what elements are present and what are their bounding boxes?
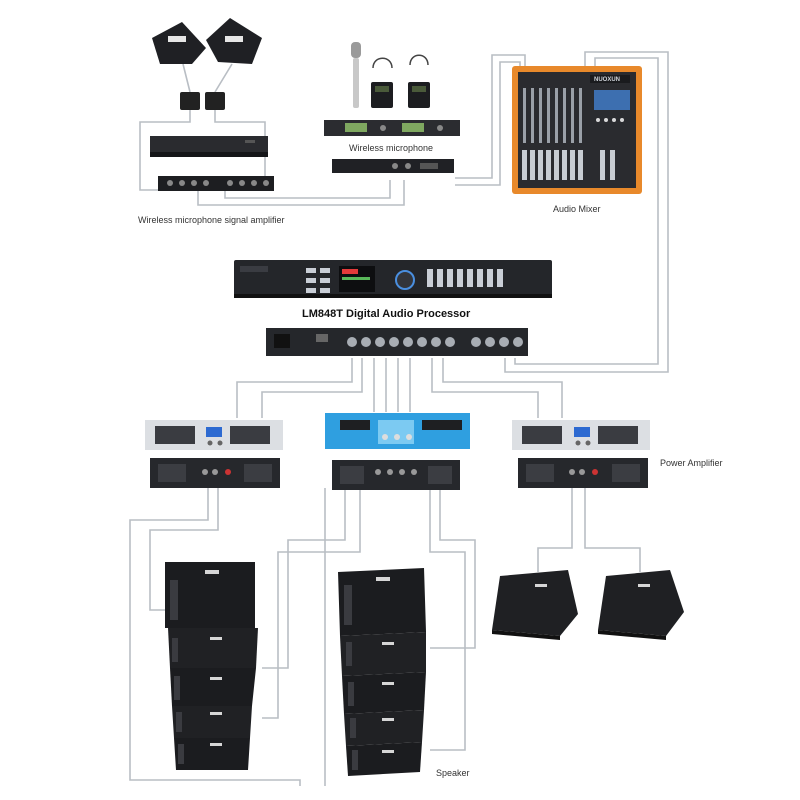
audio-mixer-label: Audio Mixer [553,204,601,214]
mixer-brand-logo: NUOXUN [594,77,620,83]
power-amplifier-right-front [512,420,650,450]
stage-monitor-left [492,570,578,640]
power-amplifier-left-rear [150,458,280,488]
power-amplifier-right-rear [518,458,648,488]
wireless-mic-label: Wireless microphone [349,143,433,153]
antenna-distribution-unit [150,136,268,157]
handheld-microphone [351,42,361,108]
bodypack-transmitter-left [371,57,393,108]
line-array-speaker-left [165,562,258,770]
signal-amplifier-device [158,176,274,191]
processor-label: LM848T Digital Audio Processor [302,308,471,320]
connection-wires [129,51,669,786]
digital-audio-processor-rear [266,328,528,356]
bodypack-transmitter-right [408,54,430,108]
audio-mixer: NUOXUN [512,66,642,194]
antenna-booster-right [205,92,225,110]
signal-amplifier-label: Wireless microphone signal amplifier [138,215,285,225]
digital-audio-processor-front [234,260,552,298]
wireless-receiver-rear [332,159,454,173]
stage-monitor-right [598,570,684,640]
paddle-antenna-left [152,22,206,64]
power-amplifier-middle-rear [332,460,460,490]
speaker-label: Speaker [436,768,470,778]
power-amplifier-label: Power Amplifier [660,458,723,468]
power-amplifier-middle-front [325,413,470,449]
antenna-booster-left [180,92,200,110]
line-array-speaker-right [338,568,426,776]
power-amplifier-left-front [145,420,283,450]
paddle-antenna-right [206,18,262,64]
wireless-receiver [324,120,460,136]
